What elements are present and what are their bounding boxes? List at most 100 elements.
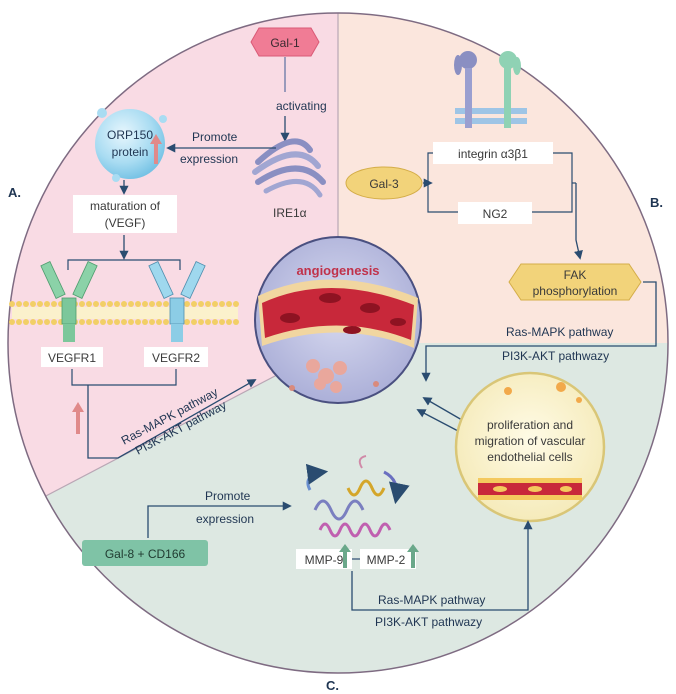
membrane-bead [198,319,204,325]
membrane-bead [121,301,127,307]
pi3k-label-b: PI3K-AKT pathwazy [502,349,609,363]
membrane-bead [233,319,239,325]
membrane-bead [198,301,204,307]
membrane-bead [128,301,134,307]
orp150-label-line1: ORP150 [107,128,153,142]
section-label-a: A. [8,185,21,200]
mmp9-label: MMP-9 [305,553,344,567]
membrane-bead [30,319,36,325]
gal1-label: Gal-1 [270,36,300,50]
gal3-node [345,166,423,200]
membrane-bead [86,319,92,325]
membrane-bead [114,319,120,325]
membrane-bead [23,319,29,325]
ng2-label: NG2 [483,207,508,221]
orp150-label-line2: protein [112,145,149,159]
membrane-bead [205,301,211,307]
vegfr2-box [144,347,208,367]
prolif-label-line3: endothelial cells [487,450,572,464]
gal3-label: Gal-3 [369,177,399,191]
membrane-bead [107,319,113,325]
prolif-label-line1: proliferation and [487,418,573,432]
mmp2-box [360,549,416,569]
membrane-bead [37,319,43,325]
expression-label-c: expression [196,512,254,526]
ire1a-label: IRE1α [273,206,307,220]
membrane-bead [149,319,155,325]
center-angiogenesis: angiogenesis [254,236,422,404]
membrane-bead [30,301,36,307]
membrane-bead [184,301,190,307]
orp150-protein-node [95,109,165,179]
vegfr1-receptor-icon [40,261,98,342]
pi3k-label-c: PI3K-AKT pathwazy [375,615,482,629]
membrane-bead [149,301,155,307]
membrane-bead [93,301,99,307]
membrane-bead [142,319,148,325]
panel-a: Gal-1 activating IRE1α Promote expressio… [9,27,327,459]
membrane-bead [9,319,15,325]
maturation-vegf-box [73,195,177,233]
membrane-bead [107,301,113,307]
fak-label-line2: phosphorylation [533,284,618,298]
membrane-bead [142,301,148,307]
membrane-bead [205,319,211,325]
membrane-bead [44,301,50,307]
ng2-box [458,202,532,224]
promote-label-a: Promote [192,130,238,144]
membrane-core [12,307,238,319]
integrin-label: integrin α3β1 [458,147,528,161]
membrane-bead [128,319,134,325]
angiogenesis-title: angiogenesis [296,263,379,278]
membrane-bead [16,319,22,325]
mmp2-upregulation-icon [411,550,415,568]
membrane-bead [226,301,232,307]
ras-mapk-label-b: Ras-MAPK pathway [506,325,613,339]
mmp9-upregulation-icon [343,550,347,568]
membrane-bead [226,319,232,325]
membrane-bead [100,301,106,307]
membrane-bead [191,301,197,307]
vegfr-upregulation-icon [76,410,80,434]
membrane-bead [163,301,169,307]
membrane-bead [219,301,225,307]
membrane-bead [233,301,239,307]
membrane-bead [184,319,190,325]
ire1a-er-icon [252,138,326,198]
activating-label: activating [276,99,327,113]
membrane-bead [9,301,15,307]
fak-label-line1: FAK [564,268,587,282]
section-label-b: B. [650,195,663,210]
promote-label-c: Promote [205,489,251,503]
prolif-label-line2: migration of vascular [475,434,586,448]
membrane-bead [114,301,120,307]
membrane-bead [79,301,85,307]
membrane-bead [86,301,92,307]
membrane-bead [156,319,162,325]
mmp-protein-icon [305,455,410,538]
membrane-bead [93,319,99,325]
panel-b: integrin α3β1 Gal-3 NG2 FAK phosphorylat… [345,51,657,523]
membrane-bead [121,319,127,325]
membrane-bead [163,319,169,325]
maturation-label-line2: (VEGF) [105,216,146,230]
membrane-bead [135,319,141,325]
ras-mapk-label-c: Ras-MAPK pathway [378,593,485,607]
integrin-box [433,142,553,164]
membrane-bead [212,319,218,325]
gal1-node [250,27,320,57]
membrane-bead [212,301,218,307]
integrin-icon [454,51,527,128]
vegfr1-label: VEGFR1 [48,351,96,365]
gal8-label: Gal-8 + CD166 [105,547,186,561]
membrane-bead [44,319,50,325]
membrane-bead [23,301,29,307]
membrane-bead [219,319,225,325]
membrane-bead [79,319,85,325]
membrane-bead [51,319,57,325]
section-label-c: C. [326,678,339,693]
blood-vessel-icon [258,279,418,393]
vegfr2-receptor-icon [148,261,206,342]
